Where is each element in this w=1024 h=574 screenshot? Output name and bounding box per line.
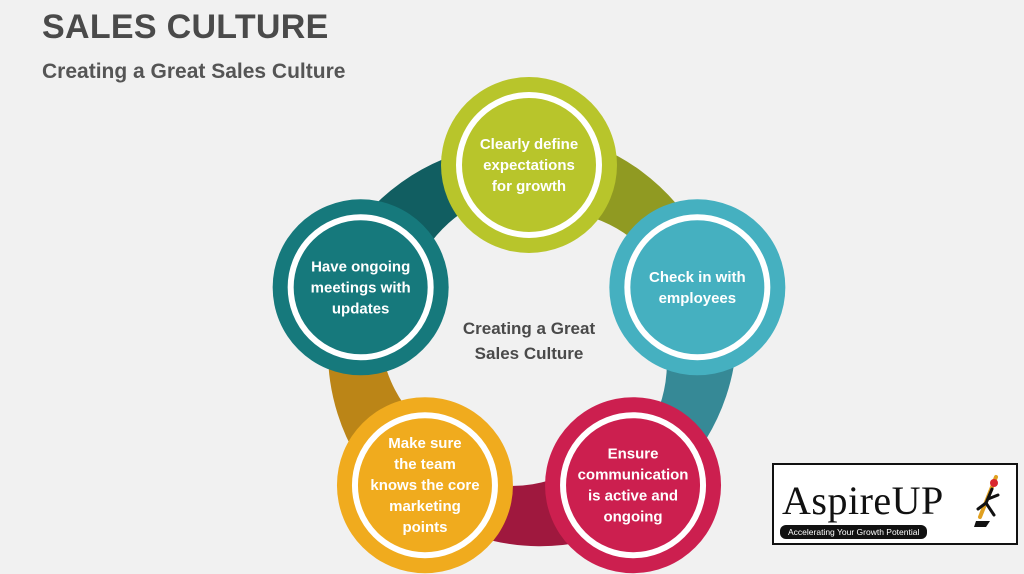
node-label-line: employees [659,290,737,307]
page-title: SALES CULTURE [42,8,329,46]
center-label-line-1: Creating a Great [463,319,596,338]
node-label-line: expectations [483,157,575,174]
node-label-line: updates [332,300,390,317]
node-label-line: Check in with [649,269,746,286]
node-communication: Ensure communication is active and ongoing [545,397,722,574]
node-inner-ring [560,412,707,559]
node-label-line: Have ongoing [311,258,410,275]
node-label-line: marketing [389,498,461,515]
node-label-line: Clearly define [480,136,578,153]
node-label-line: Ensure [608,446,659,463]
running-figure-icon [970,473,1010,534]
center-label-line-2: Sales Culture [475,344,584,363]
node-inner-ring [351,412,498,559]
logo-wordmark: AspireUP [782,478,944,523]
node-label-line: for growth [492,178,566,195]
node-label-line: knows the core [370,477,479,494]
node-check-in: Check in with employees [609,199,786,376]
node-inner-ring [287,214,434,361]
aspireup-logo: AspireUP Accelerating Your Growth Potent… [772,463,1018,545]
node-inner-ring [456,92,602,238]
node-label-line: points [402,519,447,536]
logo-tagline: Accelerating Your Growth Potential [780,525,928,539]
node-label-line: meetings with [311,279,411,296]
node-label-line: is active and [588,488,678,505]
node-label-line: communication [578,467,689,484]
page-subtitle: Creating a Great Sales Culture [42,60,346,83]
node-label-line: Make sure [388,435,461,452]
node-inner-ring [624,214,771,361]
node-ongoing-meetings: Have ongoing meetings with updates [272,199,449,376]
node-define-expectations: Clearly define expectations for growth [441,77,617,253]
node-marketing-points: Make sure the team knows the core marketing… [336,397,513,574]
node-label-line: the team [394,456,456,473]
node-label-line: ongoing [603,509,662,526]
